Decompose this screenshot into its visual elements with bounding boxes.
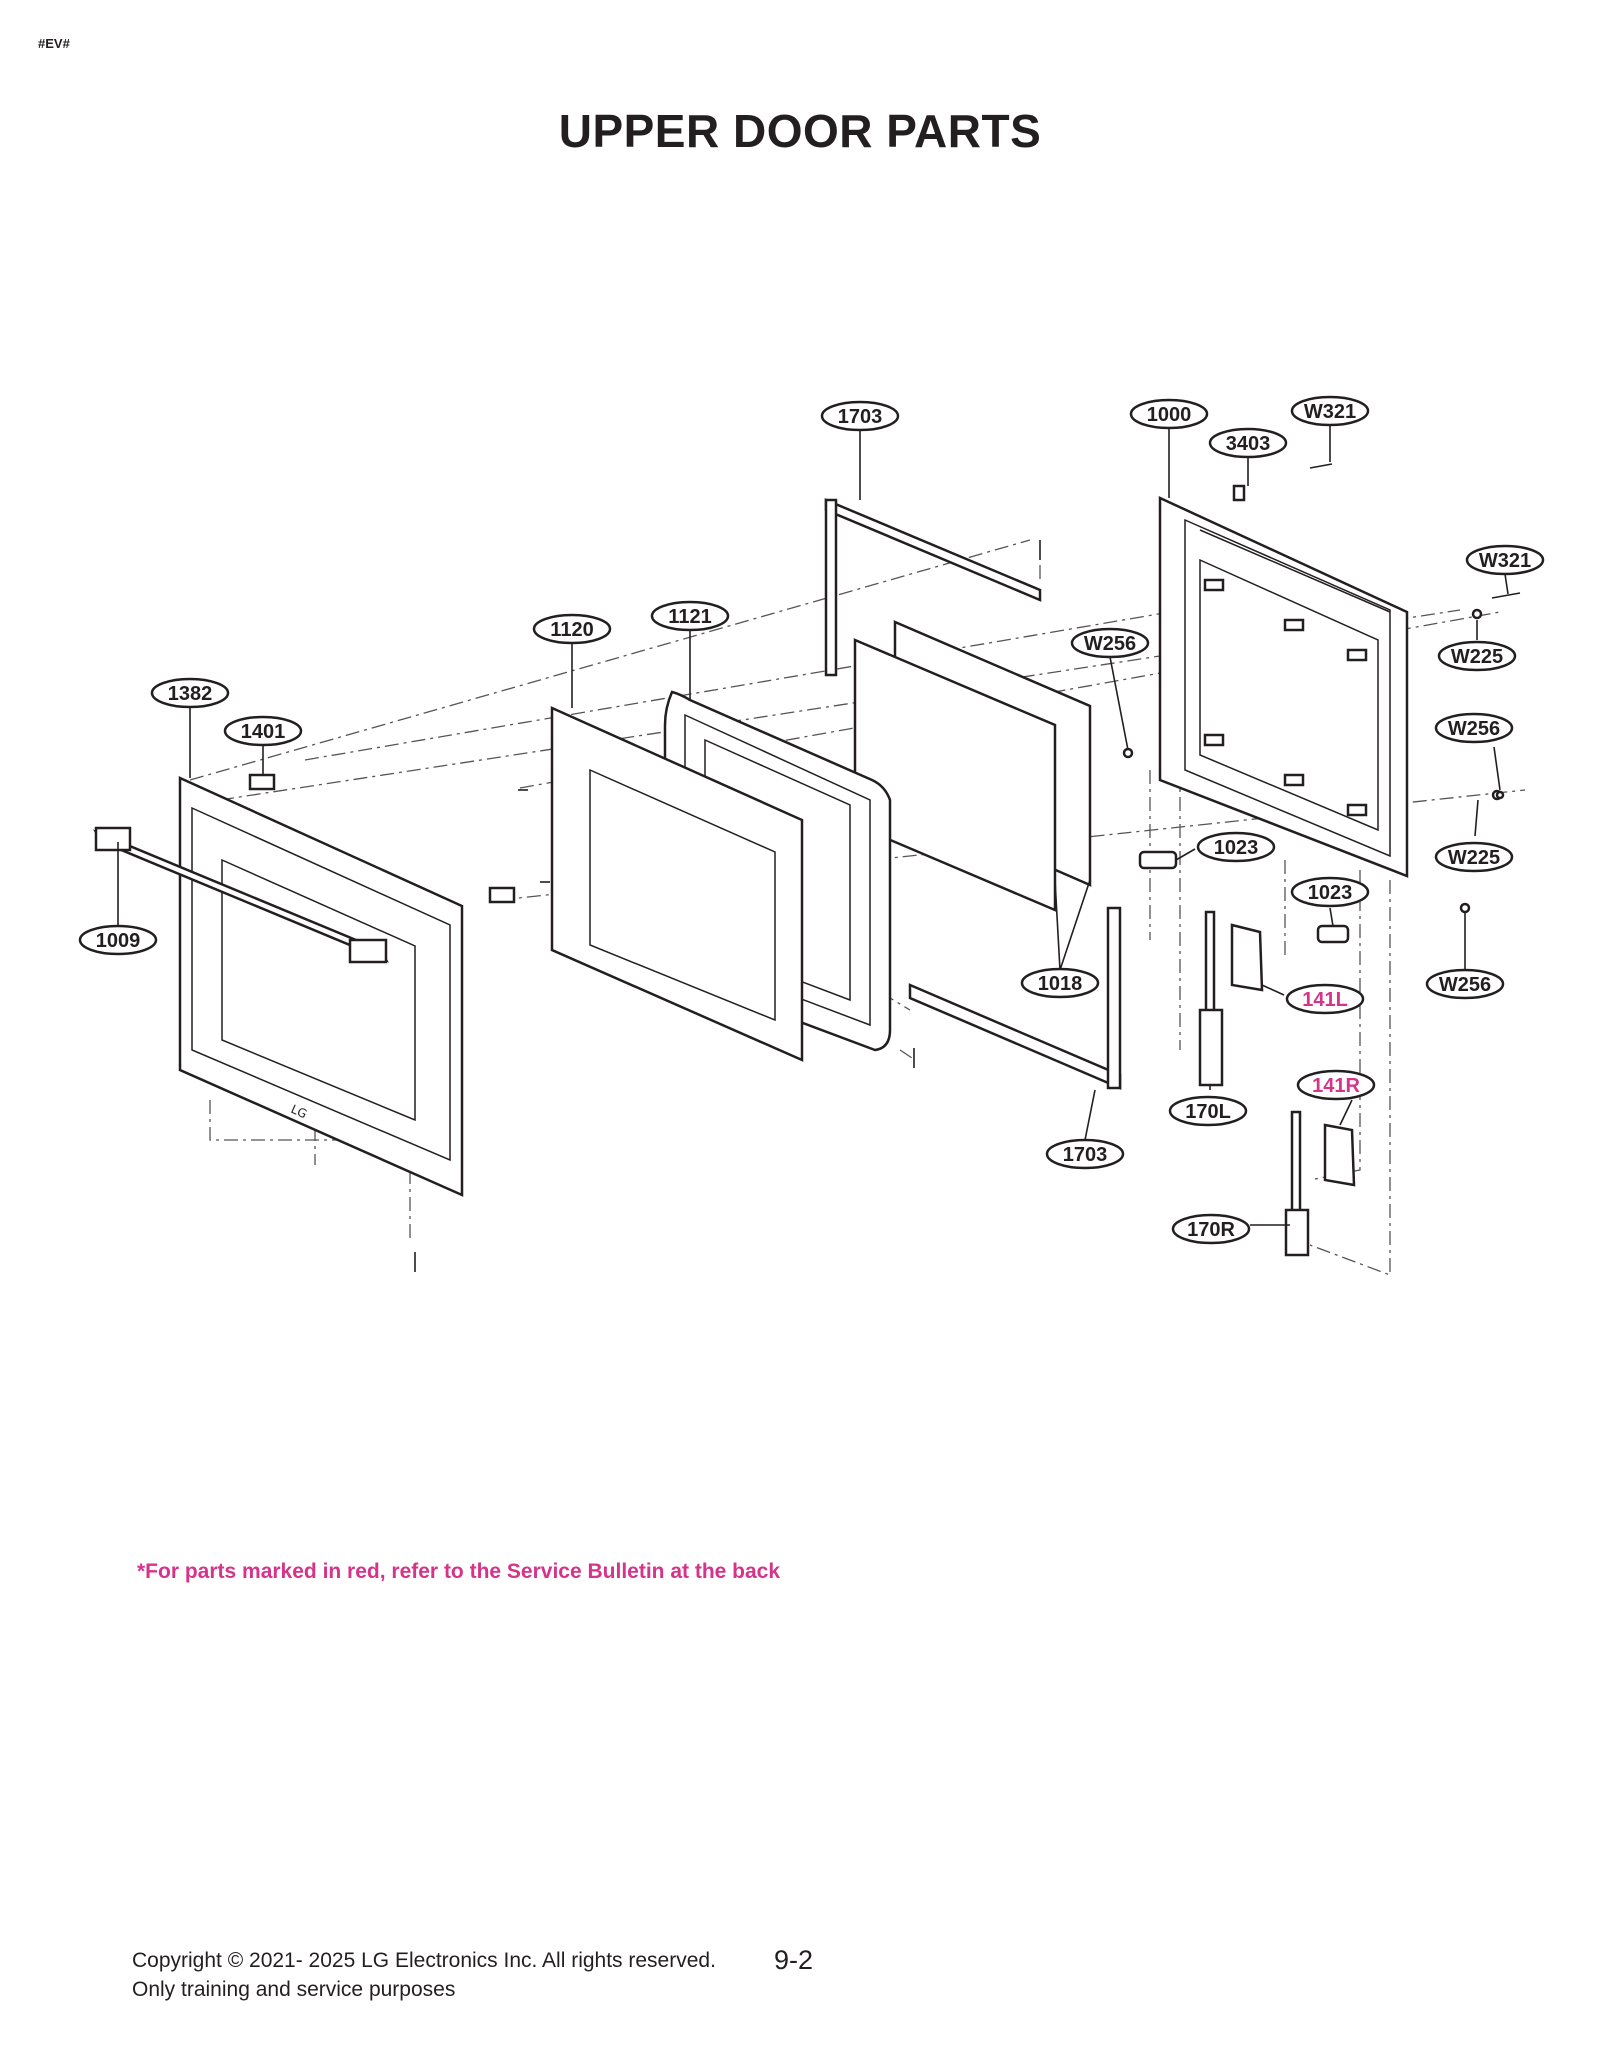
callout-label: W225	[1448, 847, 1500, 869]
callout-label: 1121	[668, 606, 711, 628]
document-tag: #EV#	[38, 36, 70, 51]
bottom-gasket	[908, 906, 1122, 1090]
callout-3403: 3403	[1208, 427, 1288, 459]
copyright-text: Copyright © 2021- 2025 LG Electronics In…	[132, 1949, 716, 1972]
callout-label: 1703	[1063, 1144, 1108, 1166]
callout-w256-right: W256	[1434, 712, 1514, 744]
page-number: 9-2	[774, 1945, 814, 1975]
callout-1703-top: 1703	[820, 400, 900, 432]
callout-label: W321	[1479, 550, 1531, 572]
callout-label: 1120	[550, 619, 593, 641]
callout-label: 1000	[1147, 404, 1192, 426]
callout-1018: 1018	[1020, 967, 1100, 999]
callout-label: W321	[1304, 401, 1356, 423]
brackets	[248, 484, 1246, 904]
callout-1120: 1120	[532, 613, 612, 645]
callout-141r: 141R	[1296, 1069, 1376, 1101]
hinge-covers	[1138, 850, 1350, 944]
callout-1009: 1009	[78, 924, 158, 956]
callout-label: 1009	[96, 930, 141, 952]
outer-door: LG	[178, 776, 464, 1197]
callouts: 1703 1000 W321 3403 W321 1120 1121 W256	[78, 395, 1545, 1245]
callout-label: 1401	[241, 721, 286, 743]
callout-label: W225	[1451, 646, 1503, 668]
callout-1703-bottom: 1703	[1045, 1138, 1125, 1170]
callout-170r: 170R	[1171, 1213, 1251, 1245]
callout-label: W256	[1439, 974, 1491, 996]
callout-label: 141R	[1312, 1075, 1360, 1097]
screws	[414, 463, 1521, 1272]
callout-1000: 1000	[1129, 398, 1209, 430]
callout-label: 3403	[1226, 433, 1271, 455]
callout-141l: 141L	[1285, 983, 1365, 1015]
callout-1023-right: 1023	[1290, 876, 1370, 908]
door-liner	[550, 706, 804, 1062]
callout-1121: 1121	[650, 600, 730, 632]
callout-label: 1023	[1214, 837, 1259, 859]
callout-w256-bottom: W256	[1425, 968, 1505, 1000]
right-hinge	[1284, 1110, 1356, 1257]
callout-w225-lower: W225	[1434, 841, 1514, 873]
leader-lines	[117, 425, 1509, 1226]
service-note: *For parts marked in red, refer to the S…	[137, 1560, 781, 1583]
callout-170l: 170L	[1168, 1095, 1248, 1127]
callout-1023-left: 1023	[1196, 831, 1276, 863]
svg-text:LG: LG	[289, 1102, 309, 1121]
callout-1401: 1401	[223, 715, 303, 747]
glass-panels	[853, 620, 1092, 912]
page-title: UPPER DOOR PARTS	[558, 105, 1042, 157]
callout-label: W256	[1448, 718, 1500, 740]
callout-label: 170R	[1187, 1219, 1235, 1241]
callout-label: 1018	[1038, 973, 1083, 995]
callout-label: 1382	[168, 683, 213, 705]
callout-w321-right: W321	[1465, 544, 1545, 576]
exploded-diagram: LG	[78, 395, 1545, 1276]
callout-w321-top: W321	[1290, 395, 1370, 427]
purpose-text: Only training and service purposes	[132, 1978, 456, 2001]
footer-copyright-block: Copyright © 2021- 2025 LG Electronics In…	[132, 1946, 716, 2004]
inner-door-frame	[1158, 496, 1409, 878]
callout-1382: 1382	[150, 677, 230, 709]
callout-w256-center: W256	[1070, 627, 1150, 659]
door-handle	[92, 826, 390, 964]
left-hinge	[1198, 910, 1264, 1087]
top-gasket	[824, 498, 1042, 677]
callout-label: W256	[1084, 633, 1136, 655]
callout-label: 170L	[1185, 1101, 1231, 1123]
callout-w225-upper: W225	[1437, 640, 1517, 672]
callout-label: 1023	[1308, 882, 1353, 904]
callout-label: 141L	[1302, 989, 1348, 1011]
callout-label: 1703	[838, 406, 883, 428]
